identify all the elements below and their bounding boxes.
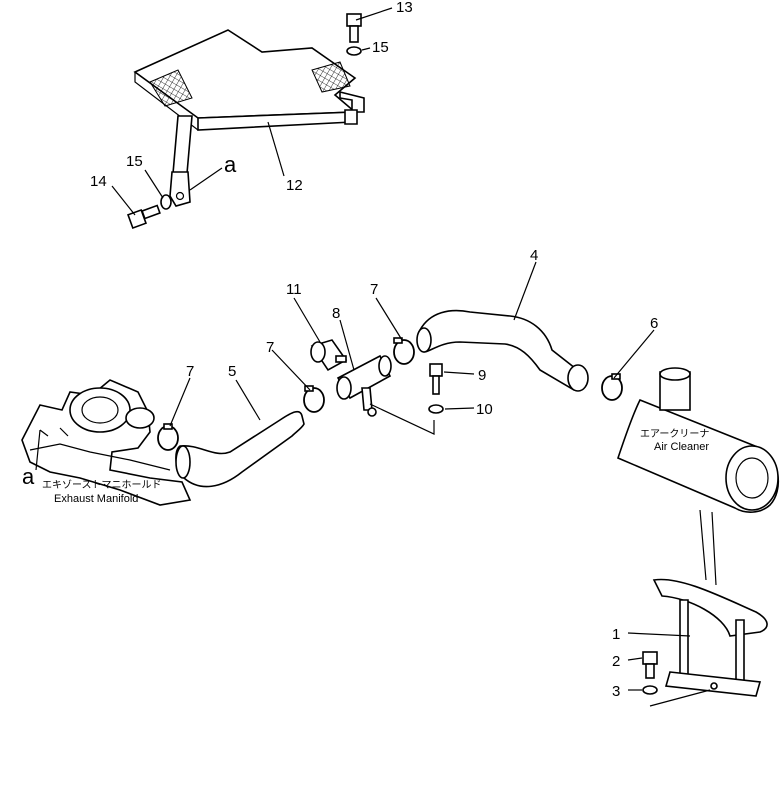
clamp-7-mid: [303, 387, 325, 413]
clamp-7-right: [393, 339, 415, 365]
callout-15-top: 15: [372, 39, 389, 56]
callout-14: 14: [90, 173, 107, 190]
callout-7-right: 7: [370, 281, 378, 298]
callout-13: 13: [396, 0, 413, 16]
callout-10: 10: [476, 401, 493, 418]
bolt-14: [127, 204, 161, 229]
manifold-label-en: Exhaust Manifold: [54, 493, 138, 505]
component-labels: エキゾーストマニホールド Exhaust Manifold エアークリーナ Ai…: [42, 428, 709, 505]
callout-3: 3: [612, 683, 620, 700]
manifold-label-jp: エキゾーストマニホールド: [42, 479, 162, 491]
callout-2: 2: [612, 653, 620, 670]
callout-7-left: 7: [186, 363, 194, 380]
callout-9: 9: [478, 367, 486, 384]
callout-4: 4: [530, 247, 538, 264]
exhaust-manifold: [21, 379, 192, 506]
hose-4: [416, 309, 586, 391]
air-cleaner: [617, 367, 779, 586]
air-cleaner-label-jp: エアークリーナ: [640, 428, 709, 440]
indicator-11: [310, 339, 348, 372]
callout-12: 12: [286, 177, 303, 194]
callout-11: 11: [286, 281, 302, 298]
washer-3: [642, 685, 658, 695]
pipe-8: [336, 354, 392, 417]
cover-assembly: [133, 29, 365, 207]
bolt-13: [346, 13, 362, 43]
callout-1: 1: [612, 626, 620, 643]
callout-6: 6: [650, 315, 658, 332]
bracket-1: [652, 578, 768, 697]
leader-lines: [35, 7, 691, 691]
hose-5: [175, 410, 305, 488]
callout-7-mid: 7: [266, 339, 274, 356]
callout-15-left: 15: [126, 153, 143, 170]
washer-15-left: [160, 194, 172, 210]
air-cleaner-label-en: Air Cleaner: [654, 441, 709, 453]
callout-labels: 13 15 12 14 15 a 4 6 11 8 7 7 7 5 9 10 1…: [22, 0, 658, 700]
bolt-9: [429, 363, 443, 395]
ref-mark-a-top: a: [224, 152, 237, 177]
washer-10: [428, 404, 444, 414]
bolt-2: [642, 651, 658, 679]
callout-8: 8: [332, 305, 340, 322]
callout-5: 5: [228, 363, 236, 380]
washer-15-top: [346, 46, 362, 56]
ref-mark-a-left: a: [22, 464, 35, 489]
